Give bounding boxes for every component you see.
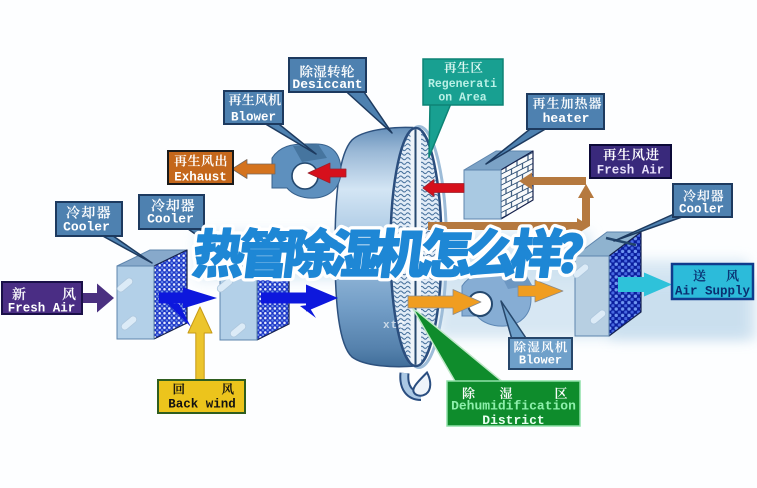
svg-text:Air Supply: Air Supply (675, 285, 751, 299)
svg-text:on Area: on Area (438, 92, 486, 105)
svg-text:Cooler: Cooler (679, 203, 724, 217)
svg-text:xt?: xt? (383, 320, 406, 332)
svg-text:Blower: Blower (231, 111, 276, 125)
svg-text:District: District (482, 413, 544, 428)
svg-text:Cooler: Cooler (147, 212, 194, 227)
svg-text:Exhaust: Exhaust (174, 171, 227, 185)
svg-text:Desiccant: Desiccant (292, 77, 362, 92)
svg-text:Regenerati: Regenerati (428, 78, 497, 91)
svg-text:Fresh Air: Fresh Air (8, 302, 76, 316)
svg-text:Back wind: Back wind (168, 398, 236, 412)
svg-text:Cooler: Cooler (63, 220, 110, 235)
svg-text:heater: heater (543, 111, 590, 126)
svg-text:Blower: Blower (519, 354, 562, 368)
svg-text:Fresh Air: Fresh Air (597, 164, 665, 178)
svg-text:Dehumidification: Dehumidification (451, 399, 576, 414)
